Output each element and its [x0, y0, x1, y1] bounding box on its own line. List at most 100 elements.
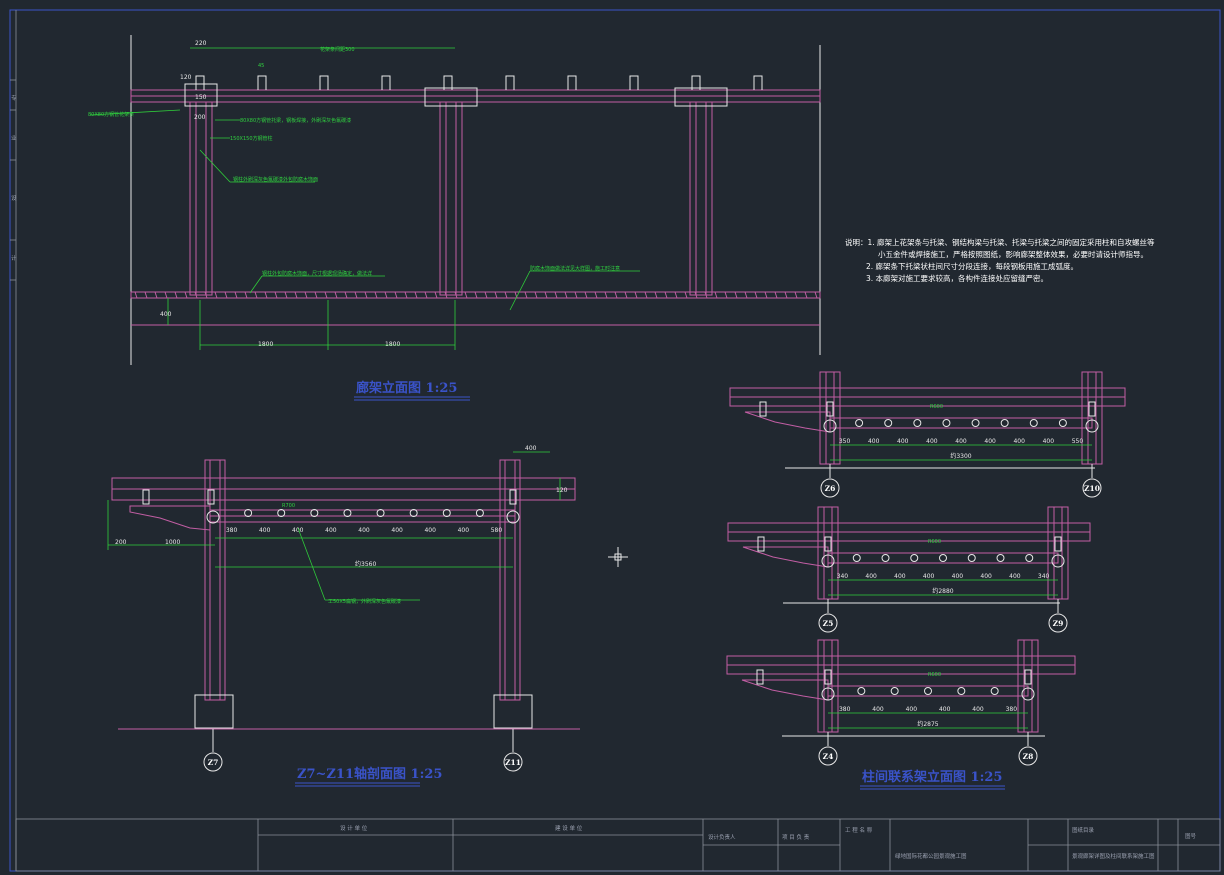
- elevation-ground-tick: [604, 291, 608, 299]
- elevation-ground-tick: [394, 291, 398, 299]
- elevation-joist: [257, 75, 267, 90]
- elevation-annotation-2: 80X80方钢管托梁，钢板焊接，外刷深灰色氟碳漆: [240, 117, 351, 124]
- elevation-ground-tick: [264, 291, 268, 299]
- tie-bolt: [884, 419, 893, 427]
- tie-block: [1054, 536, 1062, 552]
- elevation-ground-tick: [544, 291, 548, 299]
- tie-bolt: [881, 554, 890, 562]
- tie-spacing-label: 550: [1072, 438, 1084, 445]
- tie-bolt: [910, 554, 919, 562]
- tie-spacing-label: 400: [906, 706, 918, 713]
- elevation-title: 廊架立面图 1:25: [356, 380, 457, 396]
- elevation-ground-tick: [724, 291, 728, 299]
- elevation-ground-tick: [714, 291, 718, 299]
- elevation-ground-tick: [304, 291, 308, 299]
- tie-spacing-label: 400: [1013, 438, 1025, 445]
- section-axis-label-right: Z11: [505, 758, 521, 767]
- elevation-ground-ticks: [134, 291, 818, 299]
- elevation-connection-plate-1: [424, 87, 478, 107]
- tie-spacing-label: 400: [1043, 438, 1055, 445]
- tie-total-label: 约2880: [932, 587, 953, 595]
- tie-bolt: [1058, 419, 1067, 427]
- elevation-ground-tick: [214, 291, 218, 299]
- elevation-ground-tick: [564, 291, 568, 299]
- elevation-ground-tick: [334, 291, 338, 299]
- elevation-bay-dim-2: 1800: [385, 341, 400, 348]
- tie-diag-label: R600: [928, 539, 941, 545]
- tie-bolt: [857, 687, 866, 695]
- elevation-joist: [567, 75, 577, 90]
- section-axis-label-left: Z7: [208, 758, 219, 767]
- section-top-beam: [111, 477, 576, 501]
- elevation-ground-tick: [174, 291, 178, 299]
- tie-bolt: [990, 687, 999, 695]
- elevation-ground-tick: [694, 291, 698, 299]
- tie-spacing-label: 400: [984, 438, 996, 445]
- title-block-drawing-name: 景观廊架详图及柱间联系架施工图: [1072, 852, 1155, 860]
- section-bolt: [442, 509, 451, 517]
- elevation-ground-tick: [784, 291, 788, 299]
- section-spacing-label: 400: [358, 527, 370, 534]
- elevation-ground-tick: [204, 291, 208, 299]
- title-block: 设 计 单 位 建 设 单 位 设计负责人 项 目 负 责 工 程 名 称 图纸…: [15, 818, 1221, 872]
- tie-bolt: [939, 554, 947, 562]
- elevation-ground-tick: [734, 291, 738, 299]
- tie-bolt: [996, 554, 1005, 562]
- elevation-annotation-1: 80X80方钢管花架条: [88, 111, 134, 118]
- elevation-ground-tick: [794, 291, 798, 299]
- tie-node: [821, 687, 835, 701]
- elevation-ground-tick: [244, 291, 248, 299]
- tie-spacing-label: 400: [865, 573, 877, 580]
- tie-top-beam: [727, 522, 1091, 542]
- left-strip-label-3: 设: [11, 194, 17, 202]
- tie-node: [1021, 687, 1035, 701]
- elevation-ground-tick: [434, 291, 438, 299]
- section-bolt: [310, 509, 319, 517]
- title-block-project-lead: 项 目 负 责: [782, 833, 810, 841]
- elevation-ground-tick: [294, 291, 298, 299]
- tie-bolt: [924, 687, 932, 695]
- tie-axis-label: Z8: [1023, 752, 1034, 761]
- tie-spacing-label: 400: [1009, 573, 1021, 580]
- tie-axis-label: Z6: [825, 484, 836, 493]
- elevation-ground-tick: [234, 291, 238, 299]
- elevation-ground-tick: [164, 291, 168, 299]
- tie-bolt: [913, 419, 922, 427]
- elevation-ground-tick: [764, 291, 768, 299]
- elevation-column-3: [689, 101, 713, 296]
- cad-crosshair-cursor[interactable]: [608, 547, 628, 567]
- elevation-joist: [195, 75, 205, 90]
- elevation-ground-tick: [494, 291, 498, 299]
- elevation-ground-tick: [654, 291, 658, 299]
- elevation-joist: [319, 75, 329, 90]
- section-axis-bubble-right: [503, 752, 523, 772]
- tie-axis-label: Z5: [823, 619, 834, 628]
- drawing-border: [9, 9, 1221, 872]
- elevation-top-dim: 220: [195, 40, 207, 47]
- tie-spacing-label: 400: [872, 706, 884, 713]
- tie-node: [821, 554, 835, 568]
- elevation-column-cap: [184, 83, 218, 107]
- tie-bolt: [971, 419, 980, 427]
- note-line-4: 3. 本廊架对施工要求较高，各构件连接处应留缝严密。: [866, 273, 1048, 283]
- tie-bracket: [741, 679, 829, 701]
- tie-elevation-title: 柱间联系架立面图 1:25: [862, 769, 1002, 785]
- elevation-joist: [629, 75, 639, 90]
- tie-diag-label: R600: [928, 672, 941, 678]
- elevation-ground-tick: [624, 291, 628, 299]
- left-strip-label-1: 专: [11, 94, 17, 102]
- section-footing-right: [493, 694, 533, 729]
- elevation-ground-tick: [574, 291, 578, 299]
- elevation-ground-tick: [404, 291, 408, 299]
- section-leader-label: 工50X5扁钢，外刷深灰色氟碳漆: [328, 598, 401, 605]
- elevation-dim-120: 120: [180, 74, 192, 81]
- section-bolt: [475, 509, 484, 517]
- elevation-span-label: 花架条间距300: [320, 46, 355, 53]
- tie-block: [756, 669, 764, 685]
- tie-node: [1085, 419, 1099, 433]
